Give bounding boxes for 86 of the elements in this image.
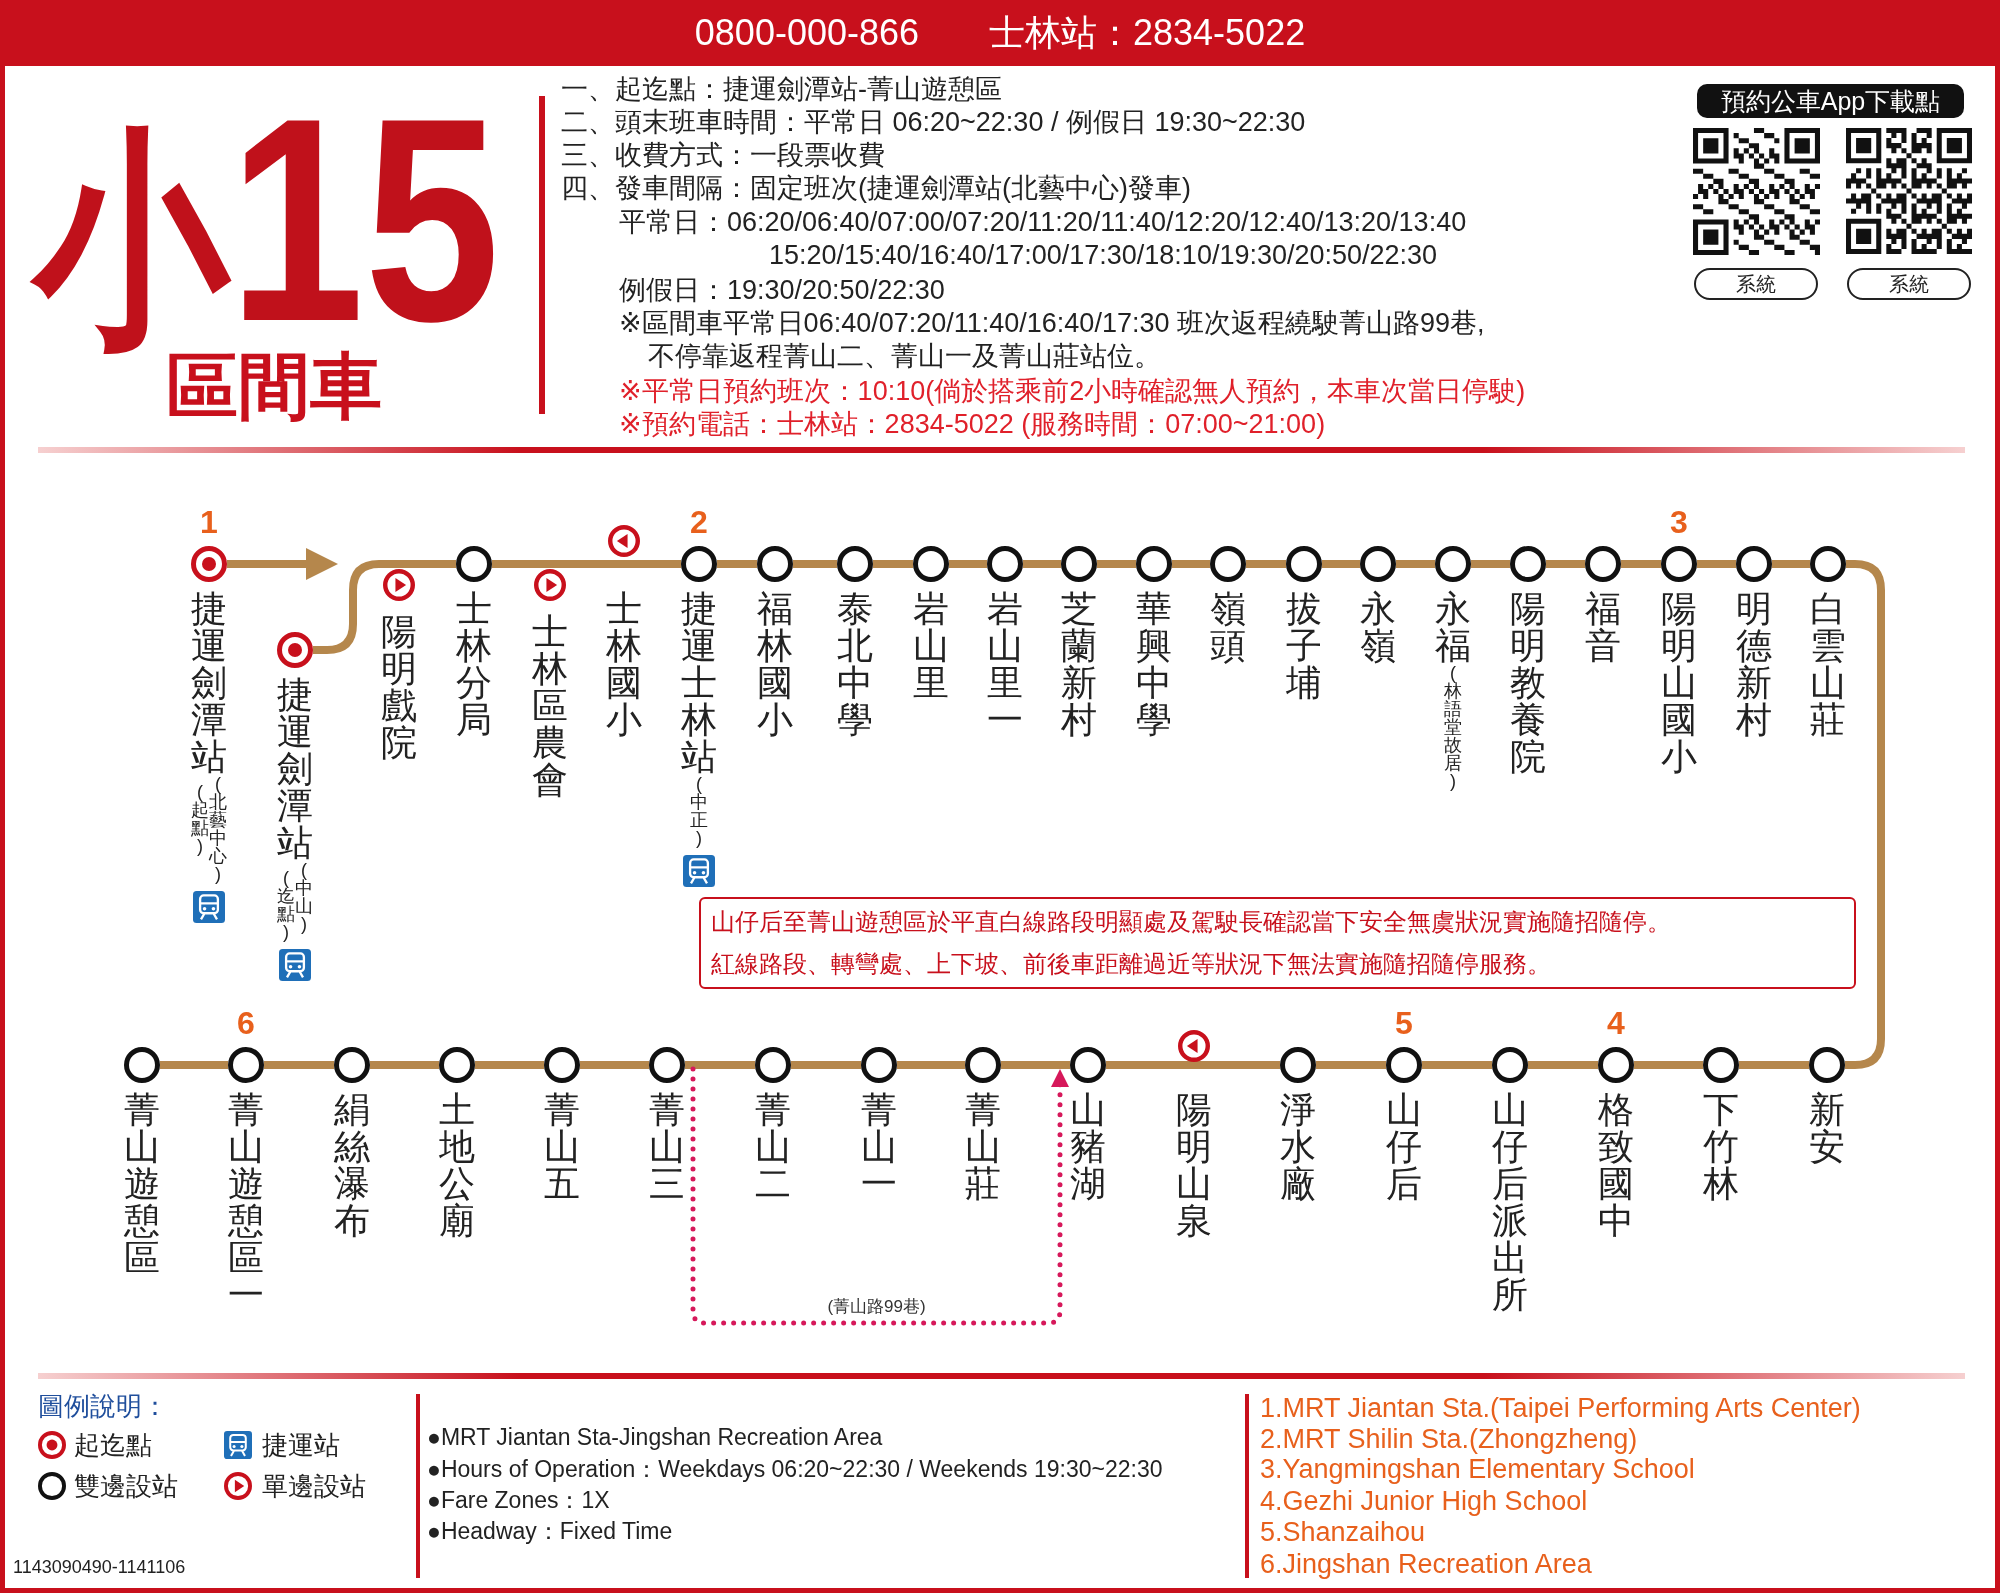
legend-text: 捷運站 xyxy=(262,1429,340,1462)
stop-name: 白雲山莊 xyxy=(1810,590,1846,738)
phone-text: 士林站：2834-5022 xyxy=(989,12,1306,54)
landmark-text: 2.MRT Shilin Sta.(Zhongzheng) xyxy=(1260,1423,1638,1456)
platform-label: 系統 xyxy=(1694,268,1818,300)
landmark-text: 3.Yangmingshan Elementary School xyxy=(1260,1454,1695,1486)
stop-name: 岩山里 xyxy=(913,590,949,701)
stop-name: 士林區農會 xyxy=(532,613,568,798)
callout-number: 4 xyxy=(1607,1005,1625,1041)
callout-number: 1 xyxy=(200,504,218,540)
legend-text: 起迄點 xyxy=(74,1429,152,1462)
stop-name: 山豬湖 xyxy=(1070,1091,1106,1202)
info-text: ●Hours of Operation：Weekdays 06:20~22:30 / Weekends 19:30~22:30 xyxy=(427,1455,1163,1483)
stop-name: 明德新村 xyxy=(1736,590,1772,738)
callout-number: 2 xyxy=(690,504,708,540)
stop-note: (起點) xyxy=(191,783,209,855)
document-code: 1143090490-1141106 xyxy=(13,1556,186,1578)
stop-name: 陽明戲院 xyxy=(381,613,417,761)
info-text: 一、起迄點：捷運劍潭站-菁山遊憩區 xyxy=(561,73,1002,106)
callout-number: 3 xyxy=(1670,504,1688,540)
legend-text: 單邊設站 xyxy=(262,1470,366,1503)
notice-text: 紅線路段、轉彎處、上下坡、前後車距離過近等狀況下無法實施隨招隨停服務。 xyxy=(711,949,1552,979)
stop-name: 福林國小 xyxy=(757,590,793,738)
stop-name: 菁山遊憩區 xyxy=(124,1091,160,1276)
stop-name: 拔子埔 xyxy=(1286,590,1322,701)
download-banner: 預約公車App下載點 xyxy=(1697,84,1964,118)
stop-name: 芝蘭新村 xyxy=(1061,590,1097,738)
stop-name: 泰北中學 xyxy=(837,590,873,738)
stop-name: 捷運劍潭站 xyxy=(277,676,313,861)
landmark-text: 4.Gezhi Junior High School xyxy=(1260,1485,1588,1518)
stop-note: (北藝中心) xyxy=(209,775,227,883)
dotted-arrow xyxy=(690,1066,1069,1326)
callout-number: 5 xyxy=(1395,1005,1413,1041)
info-text: ※平常日預約班次：10:10(倘於搭乘前2小時確認無人預約，本車次當日停駛) xyxy=(619,375,1526,408)
stop-name: 捷運劍潭站 xyxy=(191,590,227,775)
info-text: ●Headway：Fixed Time xyxy=(427,1517,673,1545)
landmark-text: 5.Shanzaihou xyxy=(1260,1516,1426,1549)
stop-name: 菁山一 xyxy=(861,1091,897,1202)
info-text: ※區間車平常日06:40/07:20/11:40/16:40/17:30 班次返程繞駛菁山路99巷,不停靠返程菁山二、菁山一及菁山莊站位。 xyxy=(619,307,1486,373)
stop-name: 菁山三 xyxy=(649,1091,685,1202)
stop-name: 菁山五 xyxy=(544,1091,580,1202)
stop-name: 格致國中 xyxy=(1598,1091,1634,1239)
stop-name: 菁山二 xyxy=(755,1091,791,1202)
stop-name: 絹絲瀑布 xyxy=(334,1091,370,1239)
info-text: ※預約電話：士林站：2834-5022 (服務時間：07:00~21:00) xyxy=(619,408,1326,441)
notice-text: 山仔后至菁山遊憩區於平直白線路段明顯處及駕駛長確認當下安全無虞狀況實施隨招隨停。 xyxy=(711,907,1672,937)
stop-name: 永福 xyxy=(1435,590,1471,664)
stop-name: 菁山遊憩區一 xyxy=(228,1091,264,1313)
stop-name: 華興中學 xyxy=(1136,590,1172,738)
callout-number: 6 xyxy=(237,1005,255,1041)
stop-name: 士林國小 xyxy=(606,590,642,738)
stop-name: 捷運士林站 xyxy=(681,590,717,775)
stop-name: 山仔后 xyxy=(1386,1091,1422,1202)
info-text: 二、頭末班車時間：平常日 06:20~22:30 / 例假日 19:30~22:30 xyxy=(561,106,1306,139)
phone-text: 0800-000-866 xyxy=(694,12,919,54)
info-text: ●MRT Jiantan Sta-Jingshan Recreation Area xyxy=(427,1423,883,1451)
stop-name: 菁山莊 xyxy=(965,1091,1001,1202)
info-text: 三、收費方式：一段票收費 xyxy=(561,139,885,172)
stop-name: 山仔后派出所 xyxy=(1492,1091,1528,1313)
stop-name: 士林分局 xyxy=(456,590,492,738)
subtitle-text: 區間車 xyxy=(166,350,382,422)
platform-label: 系統 xyxy=(1847,268,1971,300)
legend-title: 圖例說明： xyxy=(38,1390,168,1422)
info-text: 例假日：19:30/20:50/22:30 xyxy=(619,274,945,307)
legend-text: 雙邊設站 xyxy=(74,1470,178,1503)
stop-note: (林語堂故居) xyxy=(1444,664,1462,790)
stop-name: 土地公廟 xyxy=(439,1091,475,1239)
notice-box xyxy=(699,897,1856,989)
stop-name: 岩山里一 xyxy=(987,590,1023,738)
stop-name: 淨水廠 xyxy=(1280,1091,1316,1202)
landmark-text: 1.MRT Jiantan Sta.(Taipei Performing Arts Center) xyxy=(1260,1392,1861,1425)
stop-name: 陽明山泉 xyxy=(1176,1091,1212,1239)
info-text: ●Fare Zones：1X xyxy=(427,1486,610,1514)
stop-name: 新安 xyxy=(1809,1091,1845,1165)
landmark-text: 6.Jingshan Recreation Area xyxy=(1260,1548,1592,1581)
stop-name: 嶺頭 xyxy=(1210,590,1246,664)
stop-name: 永嶺 xyxy=(1360,590,1396,664)
info-text: 四、發車間隔：固定班次(捷運劍潭站(北藝中心)發車) xyxy=(561,172,1191,205)
stop-note: (中山) xyxy=(295,861,313,933)
stop-name: 陽明教養院 xyxy=(1510,590,1546,775)
stop-name: 下竹林 xyxy=(1703,1091,1739,1202)
stop-note: (中正) xyxy=(690,775,708,847)
stop-name: 福音 xyxy=(1585,590,1621,664)
info-text: 平常日：06:20/06:40/07:00/07:20/11:20/11:40/12:20/12:40/13:20/13:40 15:20/15:40/16:40/17:00/17:30/18:10/19:30/20:50/22:30 xyxy=(619,206,1468,272)
stop-note: (迄點) xyxy=(277,869,295,941)
stop-name: 陽明山國小 xyxy=(1661,590,1697,775)
